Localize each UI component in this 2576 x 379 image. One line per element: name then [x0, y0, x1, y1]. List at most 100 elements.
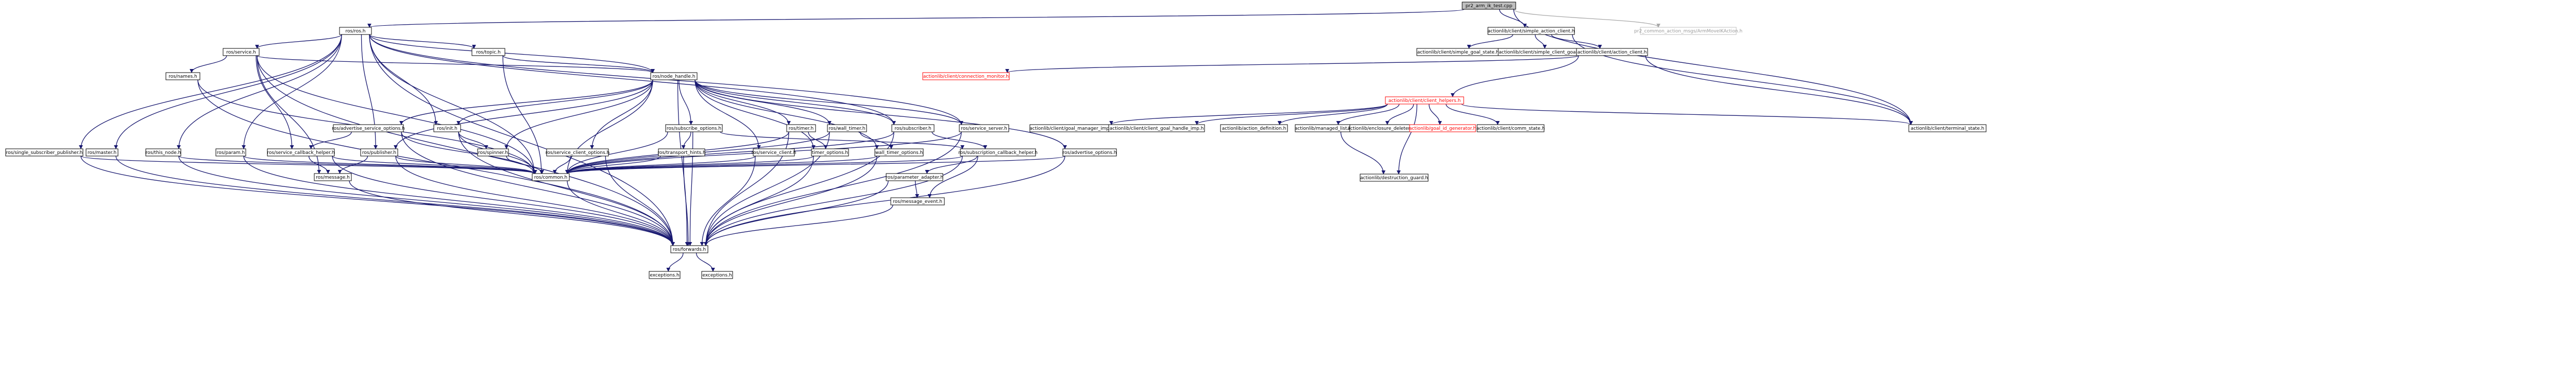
edge-chelp-to-dguard [1396, 104, 1417, 175]
node-pr2-arm-ik-test-cpp[interactable]: pr2_arm_ik_test.cpp [1462, 2, 1516, 10]
node-ros-subscribe-options-h[interactable]: ros/subscribe_options.h [665, 124, 723, 132]
node-label: wall_timer_options.h [875, 150, 923, 156]
node-actionlib-client-client-goal-handle-imp-h[interactable]: actionlib/client/client_goal_handle_imp.… [1108, 124, 1205, 132]
node-ros-ros-h[interactable]: ros/ros.h [339, 27, 372, 35]
node-ros-timer-h[interactable]: ros/timer.h [786, 124, 816, 132]
node-ros-common-h[interactable]: ros/common.h [532, 173, 570, 181]
node-actionlib-client-simple-goal-state-h[interactable]: actionlib/client/simple_goal_state.h [1416, 48, 1500, 56]
node-ros-service-h[interactable]: ros/service.h [223, 48, 260, 56]
edge-root-to-pr2msg [1513, 9, 1660, 28]
node-label: ros/this_node.h [146, 150, 181, 156]
edge-root-to-rosh [367, 9, 1465, 28]
edge-rosh-to-common [369, 34, 536, 174]
edge-srvclient-to-common [565, 156, 756, 174]
edge-message-to-forwards [349, 180, 675, 246]
node-actionlib-client-simple-action-client-h[interactable]: actionlib/client/simple_action_client.h [1487, 27, 1575, 35]
node-actionlib-managed-list-h[interactable]: actionlib/managed_list.h [1295, 124, 1351, 132]
node-label: ros/single_subscriber_publisher.h [6, 150, 83, 156]
node-ros-spinner-h[interactable]: ros/spinner.h [477, 148, 509, 157]
edge-init-to-spinner [458, 131, 488, 149]
edge-nh-to-wtopt [694, 79, 879, 149]
node-label: actionlib/client/connection_monitor.h [923, 74, 1009, 79]
node-ros-transport-hints-h[interactable]: ros/transport_hints.h [657, 148, 706, 157]
node-label: exceptions.h [650, 273, 679, 278]
node-actionlib-client-client-helpers-h[interactable]: actionlib/client/client_helpers.h [1385, 96, 1464, 105]
edge-rosh-to-topic [369, 34, 476, 49]
node-actionlib-action-definition-h[interactable]: actionlib/action_definition.h [1220, 124, 1288, 132]
node-ros-names-h[interactable]: ros/names.h [165, 72, 200, 80]
node-actionlib-client-connection-monitor-h[interactable]: actionlib/client/connection_monitor.h [922, 72, 1010, 80]
node-ros-advertise-options-h[interactable]: ros/advertise_options.h [1062, 148, 1117, 157]
node-box [874, 148, 924, 157]
edge-padapt-to-mevent [914, 180, 919, 198]
node-label: ros/service_server.h [961, 126, 1007, 131]
node-pr2-common-action-msgs-armmoveikaction-h[interactable]: pr2_common_action_msgs/ArmMoveIKAction.h [1634, 27, 1742, 35]
edge-advsrv-to-common [401, 131, 536, 174]
node-label: ros/advertise_options.h [1063, 150, 1117, 156]
node-actionlib-enclosure-deleter-h[interactable]: actionlib/enclosure_deleter.h [1347, 124, 1414, 132]
node-ros-subscriber-h[interactable]: ros/subscriber.h [891, 124, 935, 132]
edge-subopt-to-common [565, 131, 668, 174]
edge-sco-to-forwards [605, 156, 675, 246]
node-ros-single-subscriber-publisher-h[interactable]: ros/single_subscriber_publisher.h [5, 148, 83, 157]
node-ros-subscription-callback-helper-h[interactable]: ros/subscription_callback_helper.h [958, 148, 1038, 157]
edge-scbh-to-forwards [332, 156, 675, 246]
node-ros-message-event-h[interactable]: ros/message_event.h [890, 197, 945, 205]
edge-param-to-common [243, 156, 536, 174]
edge-mlist-to-dguard [1340, 131, 1386, 175]
node-ros-service-client-options-h[interactable]: ros/service_client_options.h [546, 148, 609, 157]
node-ros-message-h[interactable]: ros/message.h [314, 173, 352, 181]
node-box [433, 124, 461, 132]
edge-subscriber-to-common [565, 131, 894, 174]
node-actionlib-client-simple-client-goal-state-h[interactable]: actionlib/client/simple_client_goal_stat… [1498, 48, 1597, 56]
node-actionlib-client-goal-manager-imp-h[interactable]: actionlib/client/goal_manager_imp.h [1029, 124, 1114, 132]
node-ros-init-h[interactable]: ros/init.h [433, 124, 461, 132]
node-label: actionlib/client/client_helpers.h [1388, 98, 1461, 104]
node-label: ros/service_client_options.h [546, 150, 609, 156]
node-exceptions-h[interactable]: exceptions.h [649, 271, 681, 279]
node-box [827, 124, 867, 132]
edge-nh-to-sco [590, 79, 653, 149]
node-ros-parameter-adapter-h[interactable]: ros/parameter_adapter.h [886, 173, 943, 181]
edge-common-to-forwards [567, 180, 675, 246]
node-box [165, 72, 200, 80]
node-label: actionlib/client/terminal_state.h [1911, 126, 1985, 131]
node-box [360, 148, 398, 157]
node-actionlib-destruction-guard-h[interactable]: actionlib/destruction_guard.h [1360, 174, 1429, 182]
node-box [1360, 174, 1429, 182]
node-ros-wall-timer-h[interactable]: ros/wall_timer.h [827, 124, 867, 132]
node-actionlib-client-action-client-h[interactable]: actionlib/client/action_client.h [1576, 48, 1648, 56]
node-ros-forwards-h[interactable]: ros/forwards.h [670, 245, 708, 253]
edge-nh-to-advopt [694, 79, 1067, 149]
node-ros-service-callback-helper-h[interactable]: ros/service_callback_helper.h [267, 148, 335, 157]
edge-chelp-to-gmi [1109, 104, 1388, 125]
node-exceptions-h[interactable]: exceptions.h [701, 271, 733, 279]
node-wall-timer-options-h[interactable]: wall_timer_options.h [874, 148, 924, 157]
edge-chelp-to-cstate [1446, 104, 1500, 125]
node-timer-options-h[interactable]: timer_options.h [811, 148, 849, 157]
node-label: actionlib/goal_id_generator.h [1409, 126, 1476, 131]
node-ros-publisher-h[interactable]: ros/publisher.h [360, 148, 398, 157]
node-box [886, 173, 943, 181]
node-ros-this-node-h[interactable]: ros/this_node.h [145, 148, 181, 157]
edge-topt-to-forwards [704, 156, 814, 246]
edge-rosh-to-ssp [79, 34, 342, 149]
node-box [339, 27, 372, 35]
node-ros-topic-h[interactable]: ros/topic.h [471, 48, 505, 56]
node-ros-node-handle-h[interactable]: ros/node_handle.h [650, 72, 698, 80]
node-label: ros/service.h [226, 50, 256, 55]
node-ros-service-client-h[interactable]: ros/service_client.h [752, 148, 796, 157]
node-label: ros/subscription_callback_helper.h [958, 150, 1038, 156]
node-ros-advertise-service-options-h[interactable]: ros/advertise_service_options.h [332, 124, 405, 132]
node-actionlib-client-terminal-state-h[interactable]: actionlib/client/terminal_state.h [1908, 124, 1987, 132]
node-ros-service-server-h[interactable]: ros/service_server.h [959, 124, 1009, 132]
edge-rosh-to-param [242, 34, 342, 149]
edge-init-to-forwards [458, 131, 675, 246]
edge-acl-to-term [1645, 55, 1913, 125]
node-box [670, 245, 708, 253]
node-ros-master-h[interactable]: ros/master.h [86, 148, 118, 157]
node-actionlib-goal-id-generator-h[interactable]: actionlib/goal_id_generator.h [1409, 124, 1476, 132]
node-actionlib-client-comm-state-h[interactable]: actionlib/client/comm_state.h [1476, 124, 1545, 132]
node-ros-param-h[interactable]: ros/param.h [215, 148, 246, 157]
node-box [314, 173, 352, 181]
